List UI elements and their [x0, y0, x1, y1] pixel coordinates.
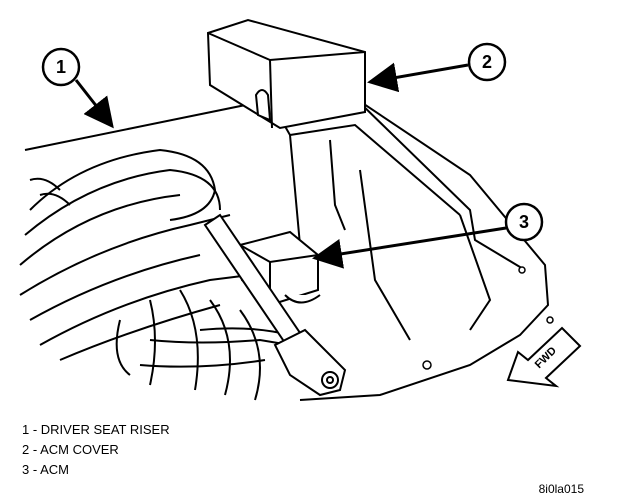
legend-item-3: 3 - ACM — [22, 462, 69, 477]
mounting-bracket — [203, 213, 347, 397]
legend: 1 - DRIVER SEAT RISER 2 - ACM COVER 3 - … — [22, 420, 170, 480]
legend-item-2: 2 - ACM COVER — [22, 442, 119, 457]
fasteners — [422, 266, 554, 370]
figure-id: 8i0la015 — [538, 482, 584, 496]
driver-seat-riser — [24, 96, 550, 401]
wiring-harness — [19, 148, 321, 401]
legend-item-1: 1 - DRIVER SEAT RISER — [22, 422, 170, 437]
callout-3-number: 3 — [519, 212, 529, 232]
callout-1-number: 1 — [56, 57, 66, 77]
callout-2: 2 — [467, 42, 507, 82]
leader-line-2 — [367, 62, 469, 93]
leader-line-3 — [312, 226, 507, 269]
callout-3: 3 — [504, 202, 544, 242]
leader-line-1 — [74, 79, 114, 129]
callout-2-number: 2 — [482, 52, 492, 72]
acm-cover — [206, 18, 366, 130]
callout-1: 1 — [41, 47, 81, 87]
